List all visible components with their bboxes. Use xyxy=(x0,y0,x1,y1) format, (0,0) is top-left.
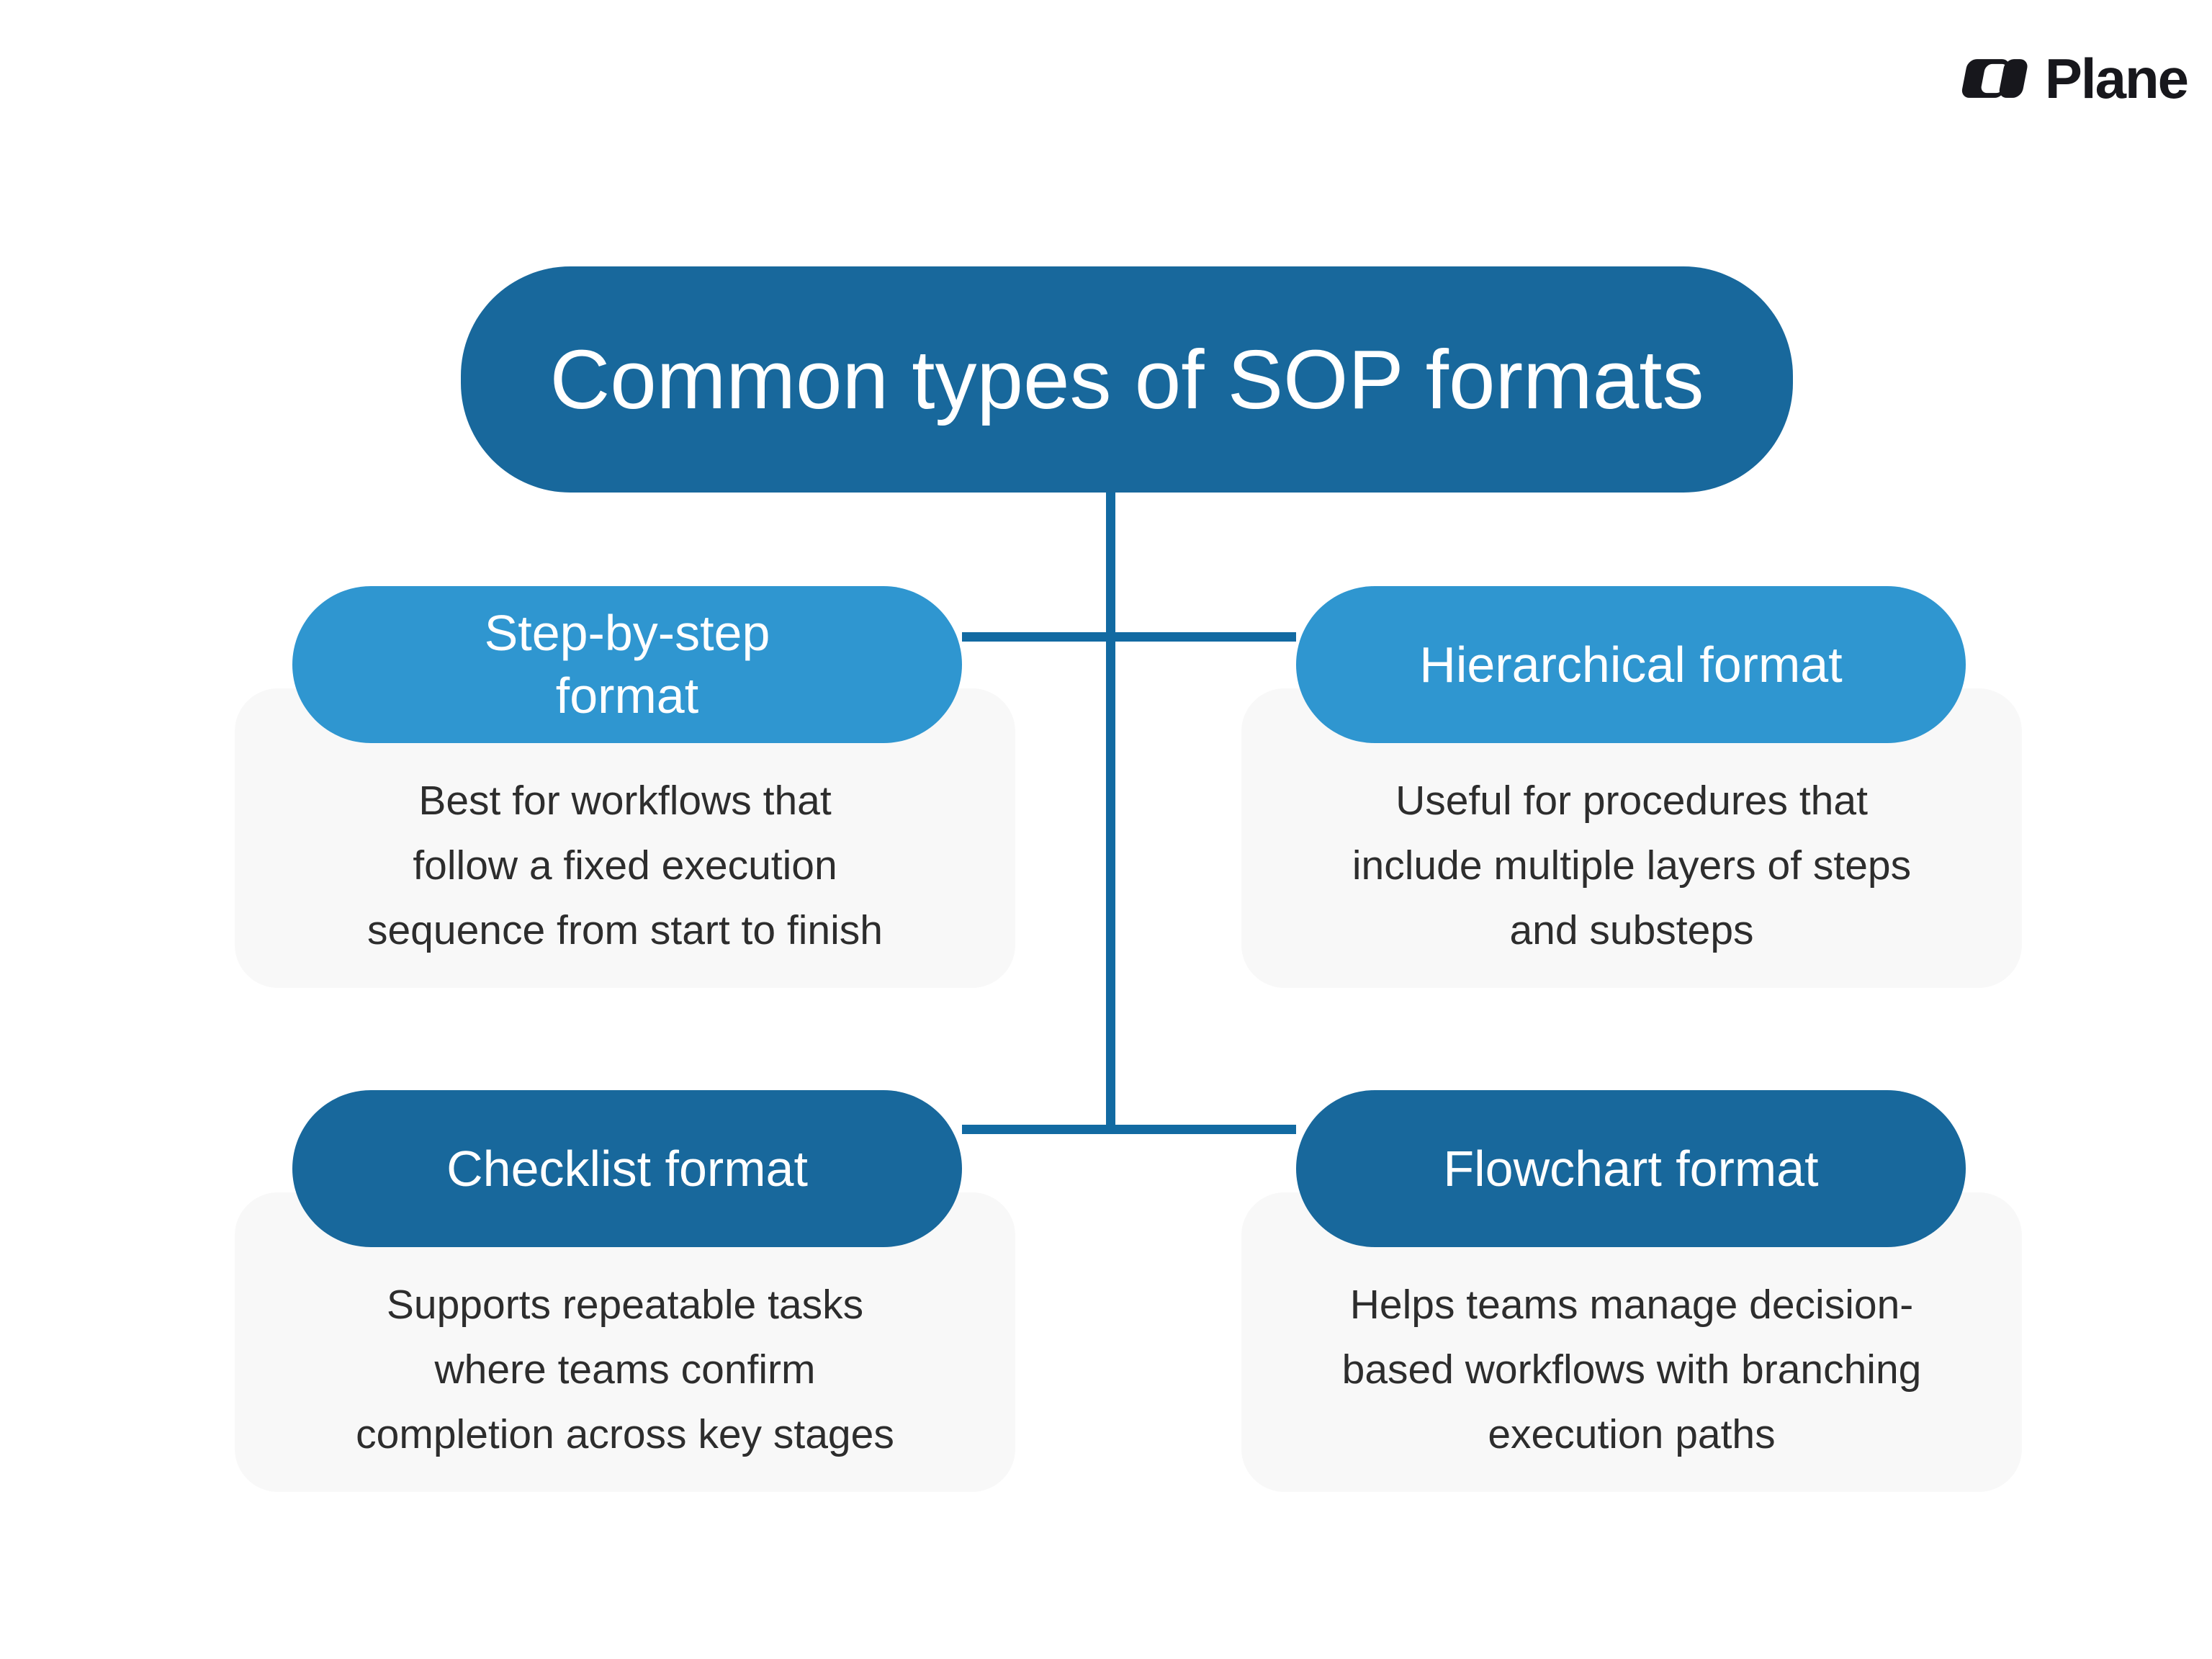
node-description: Helps teams manage decision- based workf… xyxy=(1341,1282,1922,1457)
node-pill-flowchart: Flowchart format xyxy=(1296,1090,1966,1247)
node-label-line2: format xyxy=(555,667,699,724)
connector-bottom-row xyxy=(962,1125,1296,1134)
connector-top-row xyxy=(962,632,1296,642)
diagram-title-box: Common types of SOP formats xyxy=(461,266,1793,493)
node-pill-hierarchical: Hierarchical format xyxy=(1296,586,1966,743)
node-description: Supports repeatable tasks where teams co… xyxy=(356,1282,894,1457)
node-description: Best for workflows that follow a fixed e… xyxy=(367,778,883,953)
node-description: Useful for procedures that include multi… xyxy=(1352,778,1912,953)
node-pill-checklist: Checklist format xyxy=(292,1090,962,1247)
plane-logo-icon xyxy=(1961,59,2028,98)
diagram-title: Common types of SOP formats xyxy=(549,333,1704,426)
connector-vertical xyxy=(1106,491,1115,1134)
node-label: Step-by-step xyxy=(484,605,770,662)
brand-logo: Plane xyxy=(1960,47,2189,110)
node-label: Checklist format xyxy=(446,1140,808,1197)
brand-name: Plane xyxy=(2044,47,2189,110)
node-label: Hierarchical format xyxy=(1419,636,1843,693)
node-label: Flowchart format xyxy=(1443,1140,1819,1197)
node-pill-step-by-step: Step-by-step format xyxy=(292,586,962,743)
